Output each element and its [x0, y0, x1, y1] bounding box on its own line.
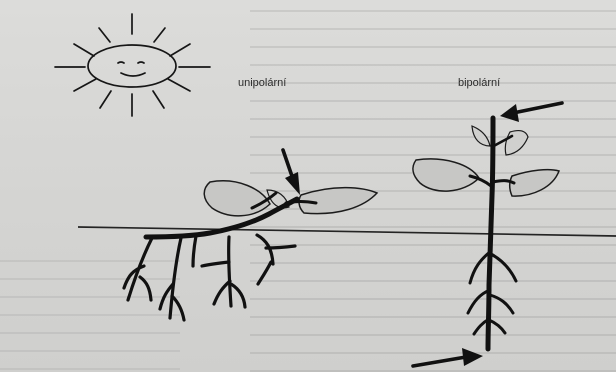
sun-left-eye [118, 62, 124, 63]
unipolar-label: unipolární [238, 77, 286, 89]
sun-ray [170, 44, 190, 56]
root [172, 296, 184, 320]
bipolar-branch [493, 181, 514, 183]
sun-ray [168, 79, 190, 91]
bipolar-upper-right-leaf [505, 131, 528, 155]
root [231, 284, 245, 307]
bipolar-label: bipolární [458, 77, 500, 89]
sun-ray [99, 28, 110, 42]
root [202, 262, 229, 266]
unipolar-plant [124, 150, 377, 320]
root [229, 237, 231, 306]
root [489, 320, 505, 333]
sun-ray [74, 44, 94, 56]
sun-icon [55, 14, 210, 116]
root [214, 281, 230, 304]
bipolar-right-leaf [510, 170, 559, 196]
bipolar-upper-left-leaf [472, 126, 490, 146]
bipolar-top-arrow-shaft [513, 103, 562, 113]
unipolar-right-leaf [299, 188, 377, 214]
root [491, 254, 516, 281]
sun-mouth [121, 73, 145, 76]
root [266, 246, 295, 248]
root [258, 262, 271, 284]
sun-right-eye [138, 62, 144, 63]
unipolar-branch [286, 202, 316, 204]
sun-ray [74, 79, 96, 91]
sun-ray [153, 91, 164, 108]
unipolar-left-leaf [204, 181, 270, 216]
root [193, 236, 196, 266]
root [490, 295, 513, 313]
sun-ray [100, 91, 111, 108]
bipolar-bottom-arrow-head [462, 348, 483, 366]
bipolar-bottom-arrow-shaft [413, 357, 466, 366]
unipolar-arrow-head [285, 172, 300, 195]
sun-face-outline [88, 45, 176, 87]
bipolar-top-arrow-head [500, 104, 519, 122]
root [140, 277, 151, 300]
bipolar-stem [488, 118, 493, 349]
unipolar-roots [124, 235, 295, 320]
sun-ray [154, 28, 165, 42]
